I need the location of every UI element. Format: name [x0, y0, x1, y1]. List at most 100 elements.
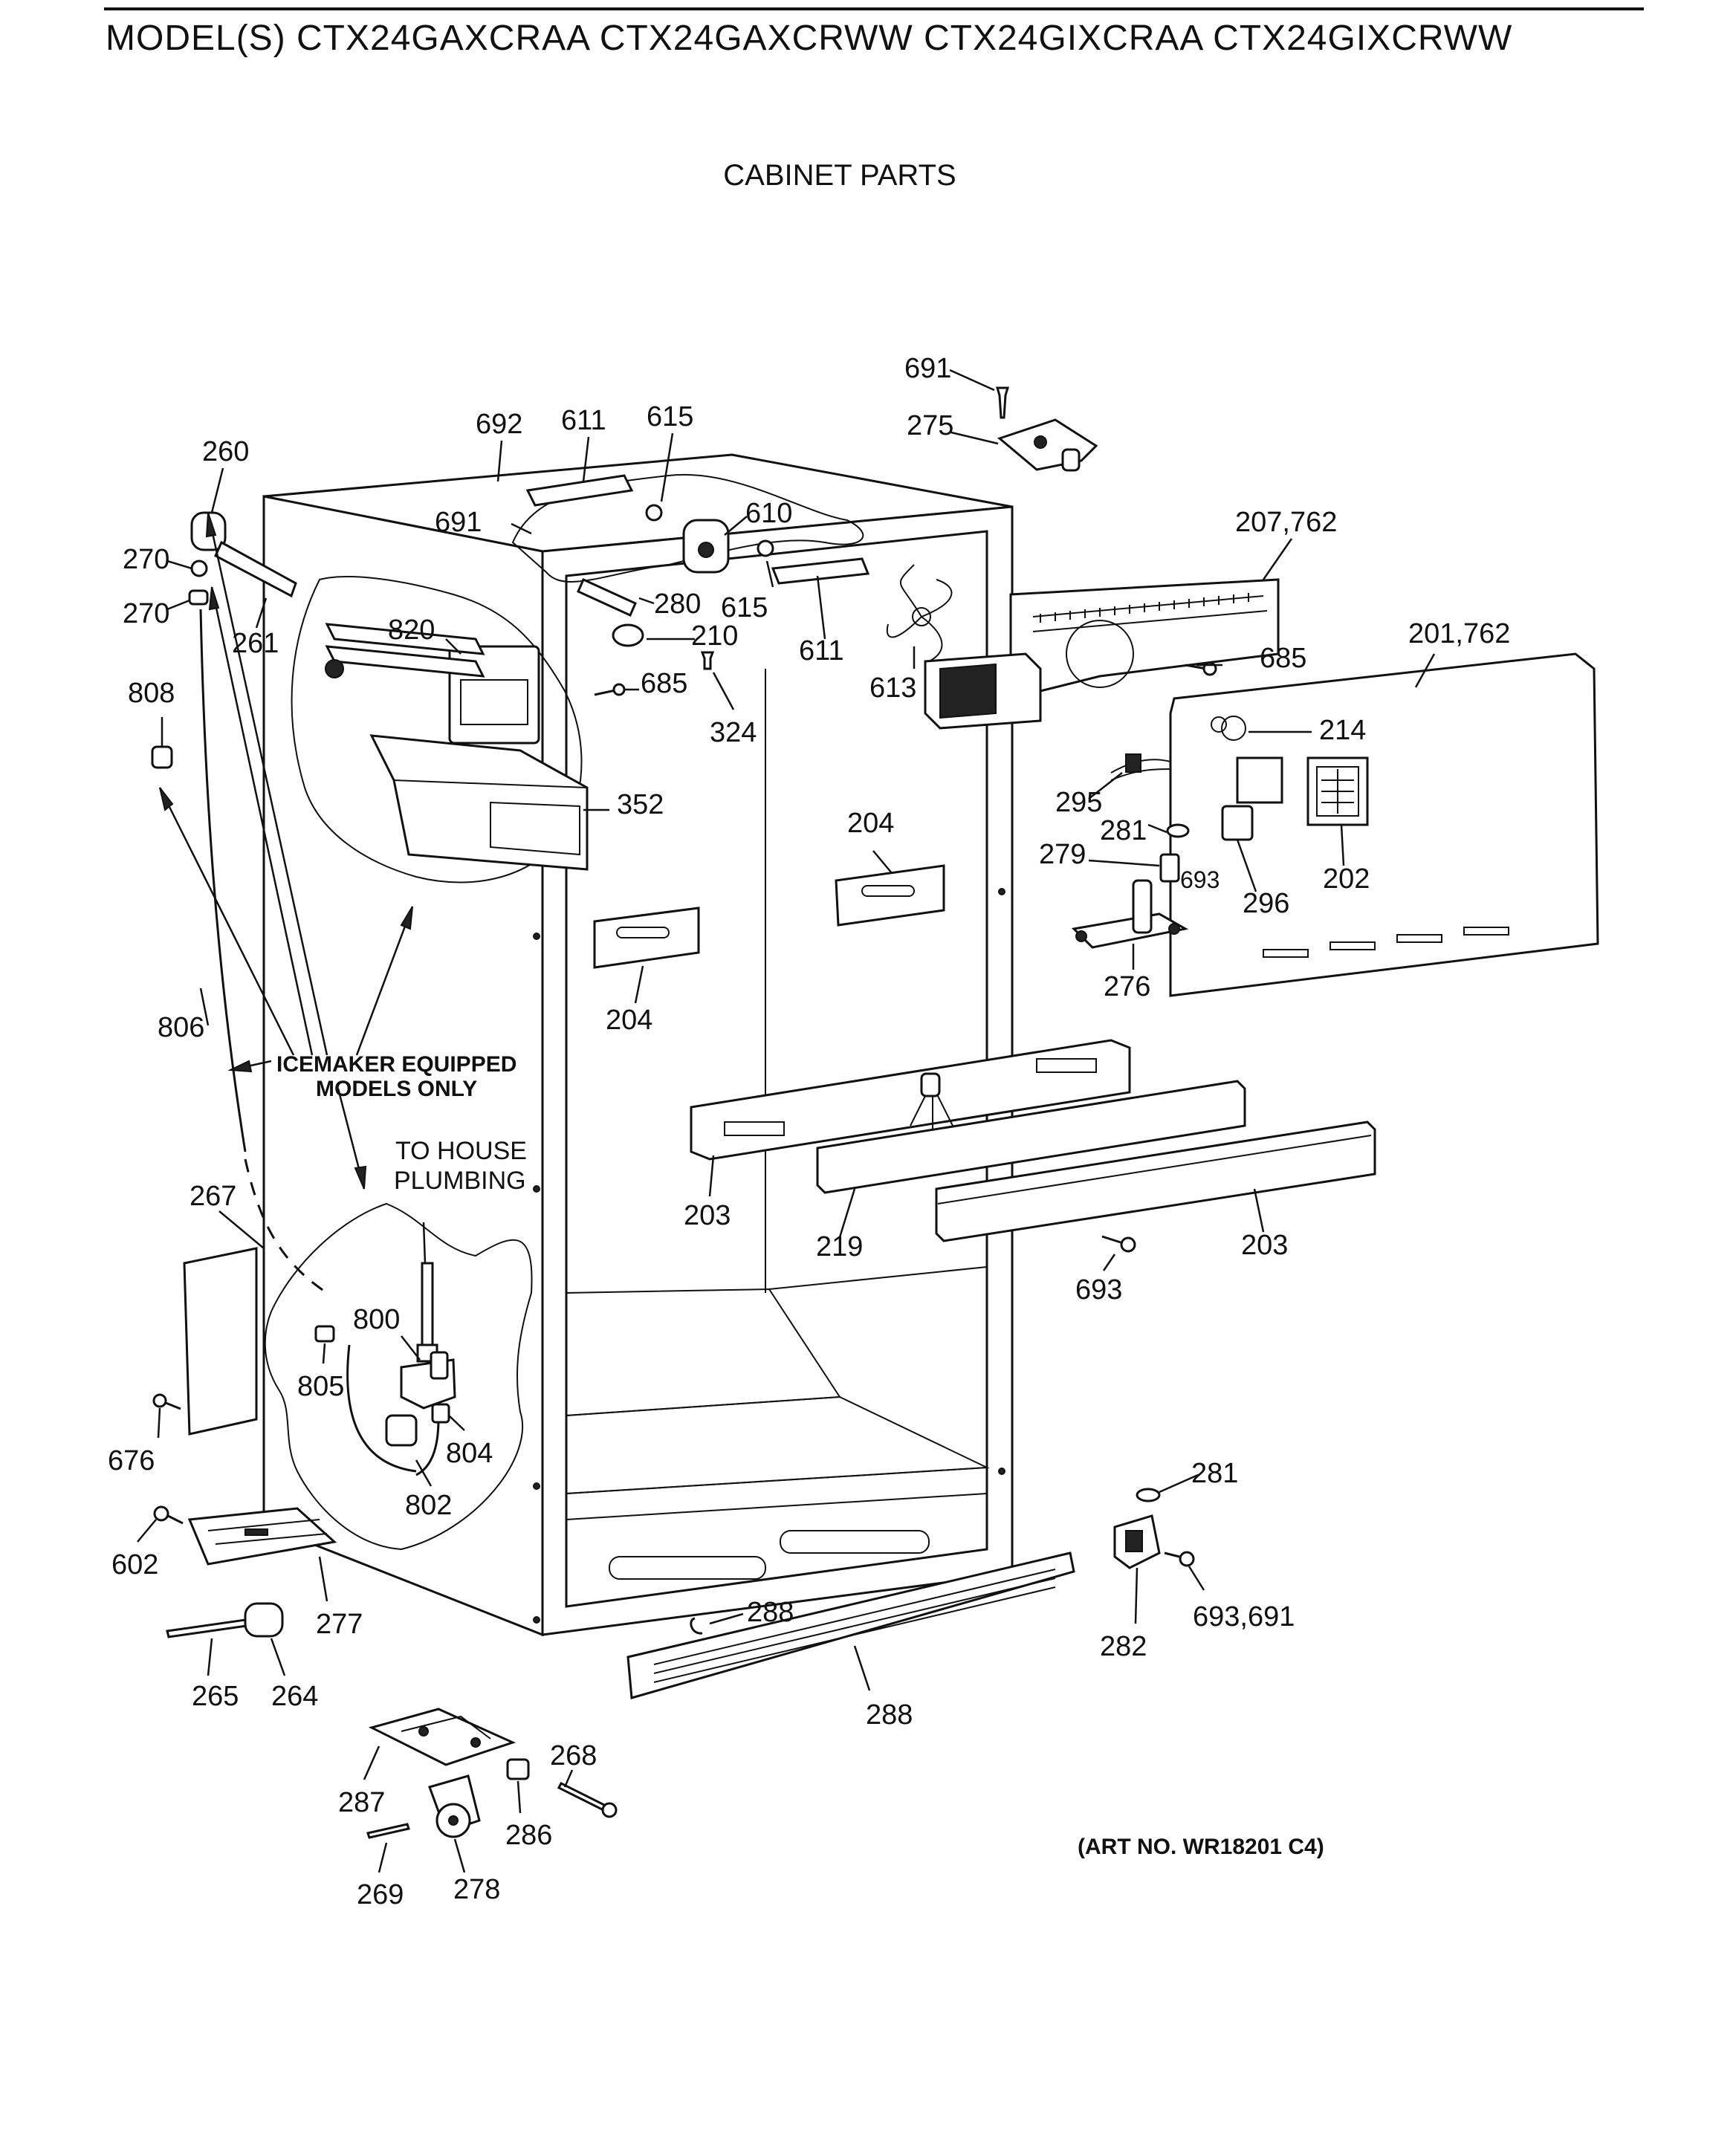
grille-288	[626, 1552, 1075, 1699]
label-264: 264	[271, 1681, 318, 1712]
cover-267	[183, 1247, 258, 1436]
icemaker-note-line1: ICEMAKER EQUIPPED	[276, 1052, 516, 1077]
clip-288	[690, 1617, 703, 1635]
cap-210	[612, 623, 644, 647]
fan-shroud-box	[924, 652, 1042, 730]
label-202: 202	[1323, 863, 1370, 895]
shelf-bracket-204-right	[835, 864, 945, 927]
label-615-b: 615	[721, 592, 768, 623]
label-691-b: 691	[435, 507, 482, 538]
label-204-b: 204	[606, 1005, 652, 1036]
label-203: 203	[684, 1200, 731, 1231]
label-693-691: 693,691	[1193, 1601, 1295, 1632]
label-277: 277	[316, 1609, 363, 1640]
label-214: 214	[1319, 715, 1366, 746]
label-692: 692	[476, 409, 522, 440]
plumbing-note-line2: PLUMBING	[394, 1167, 526, 1195]
label-295: 295	[1055, 787, 1102, 818]
label-613: 613	[869, 672, 916, 704]
tube-806	[199, 609, 328, 1294]
label-270-b: 270	[123, 598, 169, 629]
label-288-b: 288	[866, 1699, 913, 1731]
label-267: 267	[190, 1181, 236, 1212]
header-rule	[104, 7, 1644, 10]
label-265: 265	[192, 1681, 239, 1712]
label-261: 261	[232, 628, 279, 659]
label-203-b: 203	[1241, 1230, 1288, 1261]
top-hinge-275	[997, 418, 1098, 472]
screw-268	[557, 1781, 618, 1818]
shelf-bracket-204-left	[593, 907, 700, 969]
icemaker-note-line2: MODELS ONLY	[316, 1077, 477, 1101]
label-676: 676	[108, 1445, 155, 1476]
label-288: 288	[747, 1597, 794, 1628]
label-270: 270	[123, 544, 169, 575]
wire-harness-295	[1110, 753, 1171, 781]
switch-296	[1221, 805, 1254, 841]
nut-286	[506, 1758, 530, 1780]
label-207-762: 207,762	[1235, 507, 1337, 538]
label-204: 204	[847, 808, 894, 839]
tube-280	[577, 578, 637, 617]
label-275: 275	[907, 410, 953, 441]
washer-281	[1136, 823, 1190, 1502]
bracket-276	[1071, 879, 1189, 949]
screw-324	[700, 651, 715, 670]
label-219: 219	[816, 1231, 863, 1262]
water-valve-cutaway	[264, 1202, 533, 1551]
label-260: 260	[202, 436, 249, 467]
clips-270	[188, 560, 209, 606]
label-281: 281	[1100, 815, 1147, 846]
back-panel-201	[1169, 652, 1599, 997]
label-685-b: 685	[641, 668, 687, 699]
bracket-282	[1113, 1514, 1161, 1569]
label-804: 804	[446, 1438, 493, 1469]
rail-203-top	[690, 1039, 1131, 1161]
fan-motor-610	[682, 519, 730, 574]
label-611: 611	[561, 405, 606, 436]
art-number: (ART NO. WR18201 C4)	[1078, 1835, 1324, 1859]
label-201-762: 201,762	[1408, 618, 1510, 649]
label-280: 280	[654, 588, 701, 620]
label-324: 324	[710, 717, 757, 748]
label-278: 278	[453, 1874, 500, 1905]
label-286: 286	[505, 1820, 552, 1851]
label-610: 610	[745, 498, 792, 529]
screw-676	[152, 1393, 181, 1410]
pin-269	[366, 1823, 410, 1839]
label-276: 276	[1104, 971, 1150, 1002]
label-808: 808	[128, 678, 175, 709]
rail-203-bottom	[935, 1121, 1376, 1242]
icemaker-cutaway	[291, 576, 589, 883]
label-800: 800	[353, 1304, 400, 1335]
label-615: 615	[647, 401, 693, 432]
label-287: 287	[338, 1787, 385, 1818]
label-602: 602	[111, 1549, 158, 1580]
section-title: CABINET PARTS	[723, 159, 956, 192]
models-title: MODEL(S) CTX24GAXCRAA CTX24GAXCRWW CTX24…	[106, 19, 1513, 58]
screw-693-rail	[1101, 1235, 1136, 1253]
label-611-b: 611	[799, 635, 844, 667]
pin-265	[166, 1618, 248, 1638]
rail-219	[816, 1080, 1246, 1194]
label-269: 269	[357, 1879, 404, 1910]
label-802: 802	[405, 1490, 452, 1521]
label-691: 691	[904, 353, 951, 384]
label-693-b: 693	[1075, 1274, 1122, 1306]
screw-691-top	[995, 386, 1010, 419]
grommet-808	[151, 745, 173, 769]
bracket-277	[187, 1507, 337, 1566]
label-685: 685	[1260, 643, 1306, 674]
label-805: 805	[297, 1371, 344, 1402]
label-820: 820	[388, 615, 435, 646]
brackets-611	[525, 474, 870, 585]
label-282: 282	[1100, 1631, 1147, 1662]
label-268: 268	[550, 1740, 597, 1771]
label-806: 806	[158, 1012, 204, 1043]
fan-blade-613	[886, 564, 953, 662]
label-296: 296	[1243, 888, 1289, 919]
label-693: 693	[1180, 866, 1220, 893]
screw-693-691	[1164, 1551, 1195, 1567]
spacer-279	[1159, 853, 1180, 883]
